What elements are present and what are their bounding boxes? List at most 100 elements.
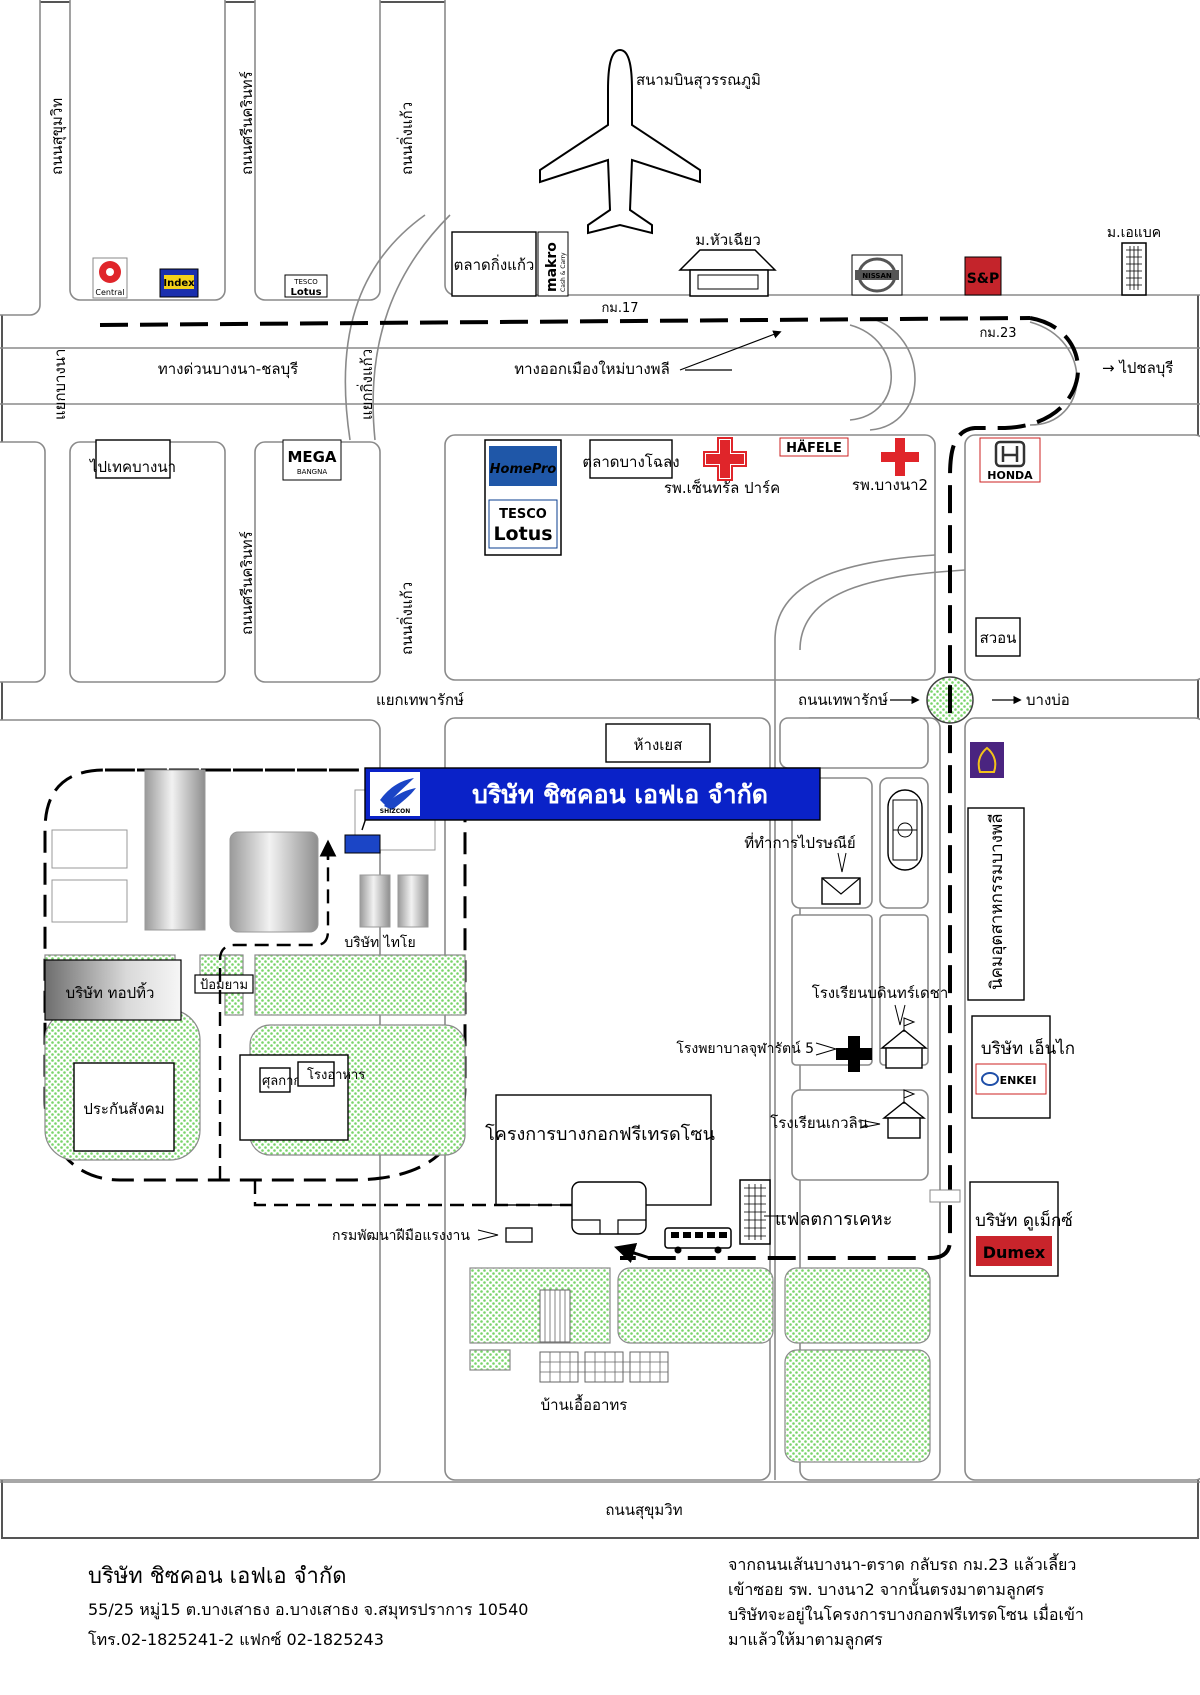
thaiyo-tank-1 <box>359 874 391 928</box>
exit-arrow <box>679 330 782 371</box>
bitec-box <box>95 439 171 479</box>
topteam-building <box>44 959 182 1021</box>
hafele-logo: HÄFELE <box>779 437 849 457</box>
kingkaew-flyover-left <box>344 214 426 441</box>
homepro-lotus-sign: HomePro TESCO Lotus <box>484 439 562 556</box>
mega-bangna-logo: MEGA BANGNA <box>282 439 342 481</box>
sukhumvit-bottom-label: ถนนสุขุมวิท <box>605 1501 682 1520</box>
svg-text:Cash & Carry: Cash & Carry <box>560 252 567 292</box>
skill-dept-label: กรมพัฒนาฝีมือแรงงาน <box>332 1228 470 1244</box>
footer-address: 55/25 หมู่15 ต.บางเสาธง อ.บางเสาธง จ.สมุ… <box>88 1600 529 1619</box>
guard-post-box <box>194 974 254 994</box>
srinakarin-top-label: ถนนศรีนครินทร์ <box>238 71 256 175</box>
srinakarin-bottom-label: ถนนศรีนครินทร์ <box>238 531 256 635</box>
kingkaew-junction-label: แยกกิ่งแก้ว <box>356 349 376 420</box>
skill-dept-building <box>505 1227 533 1243</box>
map: Central Index TESCO Lotus ตลาดกิ่งแก้ว m… <box>0 0 1200 1539</box>
canteen-box <box>297 1061 335 1087</box>
route-to-ftz <box>253 1180 572 1207</box>
svg-text:MEGA: MEGA <box>287 448 336 466</box>
index-logo: Index <box>159 268 199 298</box>
flats-building-icon <box>739 1179 771 1245</box>
dumex-logo: Dumex <box>976 1236 1052 1266</box>
school-pointer <box>894 1004 906 1026</box>
airplane-icon <box>539 48 701 235</box>
tesco-lotus-logo-small: TESCO Lotus <box>284 274 328 298</box>
to-bitec-label: ไปเทคบางนา <box>89 458 176 476</box>
yes-mall-box <box>605 723 711 763</box>
theparak-junction-label: แยกเทพารักษ์ <box>376 691 464 709</box>
social-security-box <box>73 1062 175 1152</box>
theparak-road-label: ถนนเทพารักษ์ <box>798 691 888 709</box>
eua-arthorn-label: บ้านเอื้ออาทร <box>541 1394 628 1414</box>
enkei-company-label: บริษัท เอ็นไก <box>981 1037 1075 1059</box>
directions-line-3: บริษัทจะอยู่ในโครงการบางกอกฟรีเทรดโซน เม… <box>728 1605 1084 1624</box>
bangchalong-market-box <box>589 439 673 479</box>
kingkaew-flyover-right <box>372 214 451 441</box>
svg-text:S&P: S&P <box>967 271 1000 287</box>
svg-text:SHIZCON: SHIZCON <box>380 808 410 815</box>
makro-logo: makro Cash & Carry <box>537 231 569 297</box>
svg-text:HÄFELE: HÄFELE <box>786 440 842 456</box>
guard-post-label: ป้อมยาม <box>200 978 248 993</box>
central-logo: Central <box>92 257 128 299</box>
svg-text:Central: Central <box>95 288 124 297</box>
svg-text:TESCO: TESCO <box>499 507 547 522</box>
bangplee-estate-label: นิคมอุตสาหกรรมบางพลี <box>987 813 1007 990</box>
directions-line-2: เข้าซอย รพ. บางนา2 จากนั้นตรงมาตามลูกศร <box>728 1580 1045 1599</box>
ftz-building <box>571 1181 647 1235</box>
company-location-marker <box>344 834 381 854</box>
envelope-icon <box>821 877 861 905</box>
skill-dept-pointer <box>477 1229 499 1241</box>
hospital-cross-black-icon <box>836 1036 872 1072</box>
hospital-cross-icon-2 <box>881 438 919 476</box>
svg-text:Lotus: Lotus <box>493 523 552 545</box>
bangplee-estate-box <box>967 807 1025 1001</box>
kingkaew-bottom-label: ถนนกิ่งแก้ว <box>396 582 416 655</box>
soi-road-inner <box>799 569 966 651</box>
footer-company-name: บริษัท ชิซคอน เอฟเอ จำกัด <box>88 1564 347 1589</box>
company-banner: SHIZCON บริษัท ชิซคอน เอฟเอ จำกัด <box>364 767 821 821</box>
expressway-label: ทางด่วนบางนา-ชลบุรี <box>158 360 298 379</box>
kingkaew-market-label: ตลาดกิ่งแก้ว <box>454 254 535 274</box>
suan-box <box>975 617 1021 657</box>
svg-text:BANGNA: BANGNA <box>297 468 327 476</box>
football-field-icon <box>887 789 923 871</box>
svg-text:TESCO: TESCO <box>293 278 318 286</box>
svg-text:HomePro: HomePro <box>490 462 557 477</box>
route-uturn-and-soi <box>620 316 1080 1260</box>
post-office-label: ที่ทำการไปรษณีย์ <box>744 832 855 852</box>
free-trade-zone-label: โครงการบางกอกฟรีเทรดโซน <box>485 1123 715 1145</box>
abac-label: ม.เอแบค <box>1107 225 1161 241</box>
huachiao-label: ม.หัวเฉียว <box>695 231 761 249</box>
footer-phone: โทร.02-1825241-2 แฟกซ์ 02-1825243 <box>88 1630 384 1649</box>
suan-label: สวอน <box>980 629 1017 647</box>
kingkaew-market-box <box>451 231 537 297</box>
school-icon <box>880 1017 928 1069</box>
bangchalong-market-label: ตลาดบางโฉลง <box>582 453 679 471</box>
internal-route <box>218 852 330 1180</box>
post-office-pointer <box>837 852 847 873</box>
storage-tank-wide <box>229 831 319 933</box>
airport-label: สนามบินสุวรรณภูมิ <box>636 71 761 90</box>
ftz-gate <box>572 1219 646 1234</box>
customs-box <box>259 1067 291 1093</box>
svg-text:ENKEI: ENKEI <box>1000 1074 1037 1087</box>
sukhumvit-top-label: ถนนสุขุมวิท <box>48 98 67 175</box>
bangna-junction-label: แยกบางนา <box>51 349 69 420</box>
svg-text:NISSAN: NISSAN <box>862 272 892 280</box>
dumex-company-label: บริษัท ดูเม็กซ์ <box>975 1209 1073 1231</box>
directions-line-1: จากถนนเส้นบางนา-ตราด กลับรถ กม.23 แล้วเล… <box>728 1555 1077 1574</box>
storage-tank-tall <box>144 769 206 931</box>
to-bangbo-label: บางบ่อ <box>1026 691 1070 709</box>
to-chonburi-label: → ไปชลบุรี <box>1102 359 1173 378</box>
svg-text:makro: makro <box>544 242 560 292</box>
hospital-cross-fill <box>706 440 744 478</box>
scb-bank-logo <box>970 742 1004 778</box>
svg-text:HONDA: HONDA <box>987 469 1033 482</box>
route-arrow-end <box>613 1242 651 1264</box>
km17-label: กม.17 <box>601 301 638 316</box>
enkei-logo: ENKEI <box>975 1063 1047 1095</box>
thaiyo-tank-2 <box>397 874 429 928</box>
svg-text:Index: Index <box>163 278 195 289</box>
